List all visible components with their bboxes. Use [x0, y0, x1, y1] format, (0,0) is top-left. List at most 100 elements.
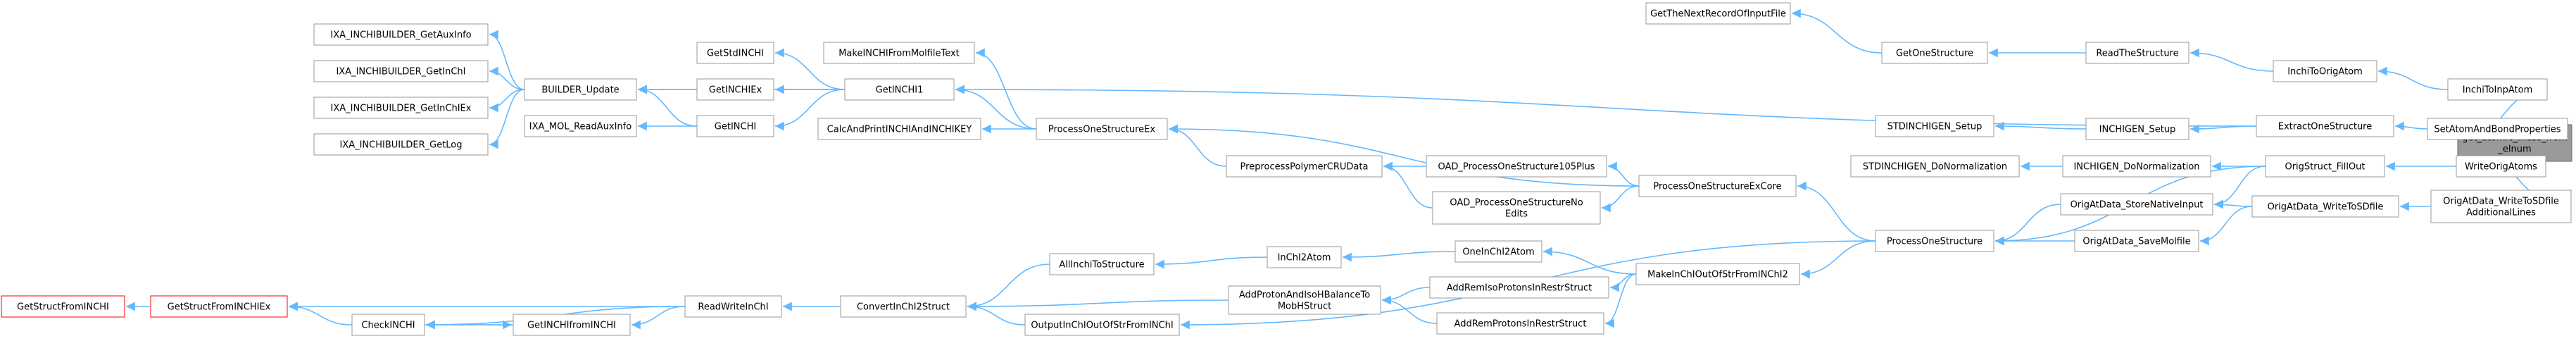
- edge-path: [1994, 204, 2061, 246]
- edge-path: [2394, 121, 2428, 131]
- edge-readthestructure-to-inchitoorigatom: [2189, 48, 2274, 72]
- node-box: [1645, 2, 1791, 25]
- edge-path: [1601, 185, 1640, 213]
- node-processonestructure[interactable]: ProcessOneStructure: [1875, 230, 1994, 252]
- node-ixa-inchibuilder-getauxinfo[interactable]: IXA_INCHIBUILDER_GetAuxInfo: [313, 23, 489, 46]
- node-setatomandbondproperties[interactable]: SetAtomAndBondProperties: [2427, 118, 2568, 140]
- node-label: STDINCHIGEN_Setup: [1887, 122, 1983, 132]
- node-label: OrigStruct_FillOut: [2285, 162, 2365, 173]
- node-label: CheckINCHI: [361, 321, 415, 331]
- node-inchigen-setup[interactable]: INCHIGEN_Setup: [2085, 118, 2189, 140]
- node-getinchiex[interactable]: GetINCHIEx: [696, 78, 774, 101]
- node-getstdinchi[interactable]: GetStdINCHI: [696, 42, 774, 64]
- edge-path: [774, 48, 846, 90]
- node-box: [2060, 193, 2213, 216]
- edge-inchigen-setup-to-extractonestructure: [2189, 124, 2257, 134]
- node-label: InchiToInpAtom: [2463, 85, 2532, 96]
- edge-path: [1797, 181, 1876, 242]
- node-origatdata-writetosdfile[interactable]: OrigAtData_WriteToSDfile: [2251, 195, 2399, 218]
- node-checkinchi[interactable]: CheckINCHI: [351, 314, 425, 336]
- edge-path: [967, 264, 1050, 311]
- node-addremisoprotonsinrestrstruct[interactable]: AddRemIsoProtonsInRestrStruct: [1429, 276, 1609, 299]
- node-convertinchi2struct[interactable]: ConvertInChI2Struct: [840, 295, 967, 318]
- node-builder-update[interactable]: BUILDER_Update: [524, 78, 637, 101]
- node-box: [1228, 285, 1381, 315]
- edge-ixa-inchibuilder-getlog-to-builder-update: [489, 89, 525, 149]
- node-makeinchioutofstrfrominchi2[interactable]: MakeInChIOutOfStrFromINChI2: [1635, 263, 1800, 285]
- node-ixa-mol-readauxinfo[interactable]: IXA_MOL_ReadAuxInfo: [524, 115, 637, 137]
- edge-path: [1168, 124, 1640, 187]
- node-outputinchioutofstrfrominchi[interactable]: OutputInChIOutOfStrFromINChI: [1024, 314, 1180, 336]
- node-ixa-inchibuilder-getinchi[interactable]: IXA_INCHIBUILDER_GetInChI: [313, 60, 489, 82]
- node-addremprotonsinrestrstruct[interactable]: AddRemProtonsInRestrStruct: [1436, 312, 1604, 335]
- node-inchi2atom[interactable]: InChI2Atom: [1267, 246, 1342, 268]
- node-ixa-inchibuilder-getlog[interactable]: IXA_INCHIBUILDER_GetLog: [313, 133, 489, 156]
- node-layer: get_atomic_mass_from_elnumIXA_INCHIBUILD…: [1, 2, 2572, 336]
- node-label: IXA_INCHIBUILDER_GetAuxInfo: [330, 30, 471, 41]
- node-label: INCHIGEN_DoNormalization: [2073, 162, 2199, 173]
- node-processonestructureexcore[interactable]: ProcessOneStructureExCore: [1638, 175, 1797, 197]
- node-label: MobHStruct: [1278, 302, 1331, 312]
- node-origstruct-fillout[interactable]: OrigStruct_FillOut: [2265, 155, 2385, 178]
- node-label: BUILDER_Update: [541, 85, 619, 96]
- node-oneinchi2atom[interactable]: OneInChI2Atom: [1455, 240, 1543, 263]
- node-getinchi[interactable]: GetINCHI: [696, 115, 774, 137]
- node-label: OneInChI2Atom: [1462, 247, 1534, 258]
- node-inchigen-donormalization[interactable]: INCHIGEN_DoNormalization: [2062, 155, 2211, 178]
- edge-path: [955, 85, 1037, 130]
- node-makeinchifrommolfiletext[interactable]: MakeINCHIFromMolfileText: [823, 42, 975, 64]
- node-getonestructure[interactable]: GetOneStructure: [1881, 42, 1988, 64]
- edge-path: [631, 306, 686, 330]
- node-box: [840, 295, 967, 318]
- edge-path: [1168, 124, 1227, 167]
- node-box: [1875, 230, 1994, 252]
- edge-path: [1800, 240, 1876, 279]
- edge-path: [1383, 161, 1433, 209]
- node-label: ProcessOneStructureExCore: [1653, 182, 1781, 192]
- node-calcandprintinchiandinchikey[interactable]: CalcAndPrintINCHIAndINCHIKEY: [817, 118, 981, 140]
- node-inchitoinpatom[interactable]: InchiToInpAtom: [2447, 78, 2548, 101]
- node-inchitoorigatom[interactable]: InchiToOrigAtom: [2273, 60, 2377, 82]
- node-origatdata-savemolfile[interactable]: OrigAtData_SaveMolfile: [2074, 230, 2199, 252]
- node-label: STDINCHIGEN_DoNormalization: [1863, 162, 2007, 173]
- node-getthenextrecordofinputfile[interactable]: GetTheNextRecordOfInputFile: [1645, 2, 1791, 25]
- node-box: [1850, 155, 2020, 178]
- node-processonestructureex[interactable]: ProcessOneStructureEx: [1036, 118, 1168, 140]
- node-ixa-inchibuilder-getinchiex[interactable]: IXA_INCHIBUILDER_GetInChIEx: [313, 97, 489, 119]
- node-writeorigatoms[interactable]: WriteOrigAtoms: [2456, 155, 2546, 178]
- node-box: [2062, 155, 2211, 178]
- node-getstructfrominchi[interactable]: GetStructFromINCHI: [1, 295, 125, 318]
- edge-path: [1604, 273, 1637, 328]
- node-preprocesspolymercrudata[interactable]: PreprocessPolymerCRUData: [1226, 155, 1383, 178]
- node-getinchi1[interactable]: GetINCHI1: [844, 78, 955, 101]
- node-box: [696, 78, 774, 101]
- edge-path: [1994, 121, 2087, 131]
- node-origatdata-storenativeinput[interactable]: OrigAtData_StoreNativeInput: [2060, 193, 2213, 216]
- node-extractonestructure[interactable]: ExtractOneStructure: [2256, 115, 2394, 137]
- node-box: [524, 78, 637, 101]
- node-oad-processonestructure105plus[interactable]: OAD_ProcessOneStructure105Plus: [1426, 155, 1607, 178]
- edge-addprotonandisohbalancetomobhstruct-to-addremprotonsinrestrstruct: [1381, 295, 1438, 324]
- node-getinchifrominchi[interactable]: GetINCHIfromINCHI: [513, 314, 631, 336]
- node-box: [1036, 118, 1168, 140]
- node-readthestructure[interactable]: ReadTheStructure: [2085, 42, 2189, 64]
- node-getstructfrominchiex[interactable]: GetStructFromINCHIEx: [150, 295, 288, 318]
- node-label: OrigAtData_WriteToSDfile: [2268, 202, 2384, 213]
- node-readwriteinchi[interactable]: ReadWriteInChI: [684, 295, 782, 318]
- edge-path: [489, 89, 525, 113]
- node-box: [1875, 115, 1994, 137]
- edge-processonestructureexcore-to-processonestructure: [1797, 181, 1876, 242]
- edge-addremprotonsinrestrstruct-to-makeinchioutofstrfrominchi2: [1604, 273, 1637, 328]
- edge-path: [2189, 124, 2257, 134]
- node-label: ExtractOneStructure: [2278, 122, 2373, 132]
- edge-path: [967, 302, 1026, 326]
- node-label: MakeInChIOutOfStrFromINChI2: [1647, 270, 1788, 280]
- node-allinchitostructure[interactable]: AllInchiToStructure: [1049, 253, 1155, 275]
- node-stdinchigen-setup[interactable]: STDINCHIGEN_Setup: [1875, 115, 1994, 137]
- edge-ixa-inchibuilder-getinchiex-to-builder-update: [489, 89, 525, 113]
- node-stdinchigen-donormalization[interactable]: STDINCHIGEN_DoNormalization: [1850, 155, 2020, 178]
